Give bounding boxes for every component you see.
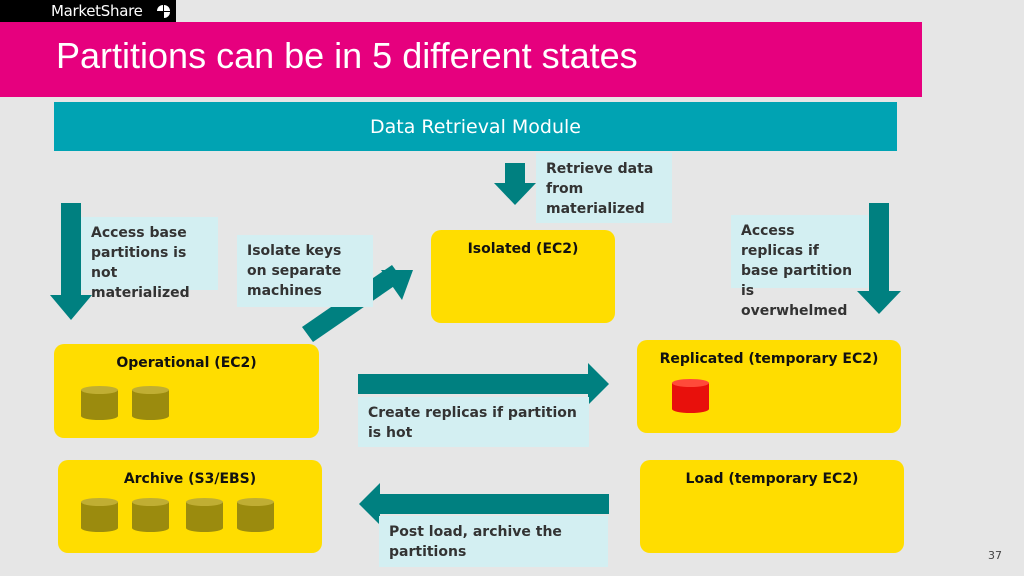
note-retrieve: Retrieve data from materialized [536, 153, 672, 223]
note-isolate-text: Isolate keys on separate machines [247, 243, 342, 299]
arrow-post-load-left [359, 483, 609, 525]
state-replicated: Replicated (temporary EC2) [637, 340, 901, 433]
state-archive-title: Archive (S3/EBS) [123, 471, 257, 487]
partition-disk-icon [81, 386, 118, 420]
replica-disk-icon [672, 379, 709, 413]
partition-disk-icon [132, 386, 169, 420]
page-number: 37 [988, 549, 1002, 562]
state-archive: Archive (S3/EBS) [58, 460, 322, 553]
state-operational-title: Operational (EC2) [116, 355, 257, 371]
arrow-create-replicas-right [358, 363, 609, 405]
note-access-base-text: Access base partitions is not materializ… [91, 225, 190, 301]
state-isolated-title: Isolated (EC2) [467, 241, 579, 257]
note-access-replicas-text: Access replicas if base partition is ove… [741, 223, 853, 319]
note-isolate: Isolate keys on separate machines [237, 235, 373, 307]
arrow-access-replicas-down [857, 203, 901, 314]
data-retrieval-module: Data Retrieval Module [54, 102, 897, 151]
brand-name: MarketShare [51, 2, 143, 20]
partition-disk-icon [186, 498, 223, 532]
note-create-replicas: Create replicas if partition is hot [358, 397, 589, 447]
state-isolated: Isolated (EC2) [431, 230, 615, 323]
note-post-load-text: Post load, archive the partitions [389, 524, 562, 560]
arrow-retrieve-down [494, 163, 536, 205]
note-retrieve-text: Retrieve data from materialized [546, 161, 654, 217]
partition-disk-icon [237, 498, 274, 532]
note-access-base: Access base partitions is not materializ… [81, 217, 218, 301]
slide-title: Partitions can be in 5 different states [56, 35, 638, 76]
title-band [0, 22, 922, 97]
brand-logo: MarketShare [0, 0, 176, 22]
partition-disk-icon [81, 498, 118, 532]
brand-mark-icon [157, 5, 170, 18]
arrow-access-base-down [50, 203, 92, 320]
state-load-title: Load (temporary EC2) [685, 471, 859, 487]
note-access-replicas: Access replicas if base partition is ove… [731, 215, 868, 319]
state-operational: Operational (EC2) [54, 344, 319, 438]
state-replicated-title: Replicated (temporary EC2) [659, 351, 879, 367]
state-load: Load (temporary EC2) [640, 460, 904, 553]
note-create-replicas-text: Create replicas if partition is hot [368, 405, 577, 441]
note-post-load: Post load, archive the partitions [379, 516, 608, 567]
partition-disk-icon [132, 498, 169, 532]
